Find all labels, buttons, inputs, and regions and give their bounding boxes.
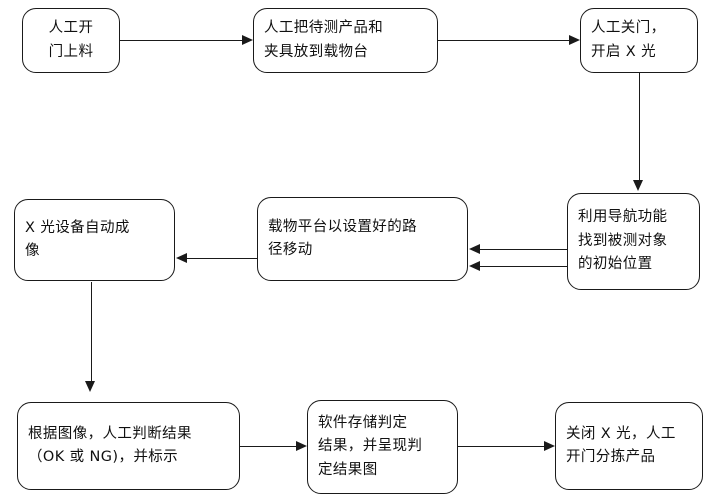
flow-node-label: 载物平台以设置好的路 径移动 — [268, 218, 417, 258]
edge-n2-n3-line — [438, 40, 570, 41]
edge-n4-n5-upper-line — [480, 249, 568, 250]
flow-node-software-store-result[interactable]: 软件存储判定 结果，并呈现判 定结果图 — [307, 400, 458, 494]
flow-node-label: 软件存储判定 结果，并呈现判 定结果图 — [318, 414, 423, 478]
edge-n5-n6-line — [187, 258, 257, 259]
flow-node-label: 关闭 X 光，人工 开门分拣产品 — [566, 425, 676, 465]
flow-node-close-xray-sort-product[interactable]: 关闭 X 光，人工 开门分拣产品 — [555, 402, 703, 490]
flow-node-manual-judge-result[interactable]: 根据图像，人工判断结果 （OK 或 NG)，并标示 — [17, 402, 240, 490]
flow-node-place-product-on-stage[interactable]: 人工把待测产品和 夹具放到载物台 — [253, 8, 438, 73]
flow-node-xray-auto-imaging[interactable]: X 光设备自动成 像 — [14, 199, 175, 281]
edge-n4-n5-upper-arrowhead — [469, 244, 480, 254]
edge-n8-n9-arrowhead — [544, 441, 555, 451]
flow-node-label: 人工把待测产品和 夹具放到载物台 — [264, 20, 384, 60]
flow-node-manual-open-door-load[interactable]: 人工开 门上料 — [22, 8, 120, 73]
edge-n2-n3-arrowhead — [569, 35, 580, 45]
edge-n6-n7-line — [91, 282, 92, 382]
flow-node-label: X 光设备自动成 像 — [25, 219, 130, 259]
edge-n7-n8-arrowhead — [296, 441, 307, 451]
flow-node-stage-moves-along-path[interactable]: 载物平台以设置好的路 径移动 — [257, 197, 468, 281]
edge-n6-n7-arrowhead — [85, 381, 95, 392]
edge-n4-n5-lower-arrowhead — [469, 261, 480, 271]
edge-n4-n5-lower-line — [480, 266, 568, 267]
flow-node-label: 人工关门， 开启 X 光 — [591, 20, 666, 60]
edge-n1-n2-arrowhead — [242, 35, 253, 45]
edge-n8-n9-line — [458, 446, 545, 447]
edge-n3-n4-arrowhead — [633, 180, 643, 191]
edge-n3-n4-line — [639, 73, 640, 181]
edge-n7-n8-line — [240, 446, 297, 447]
flow-node-navigate-to-target-position[interactable]: 利用导航功能 找到被测对象 的初始位置 — [567, 193, 700, 290]
flow-node-close-door-start-xray[interactable]: 人工关门， 开启 X 光 — [580, 8, 698, 73]
edge-n5-n6-arrowhead — [176, 253, 187, 263]
flow-node-label: 人工开 门上料 — [48, 20, 94, 60]
edge-n1-n2-line — [120, 40, 243, 41]
flow-node-label: 根据图像，人工判断结果 （OK 或 NG)，并标示 — [28, 425, 192, 465]
flow-node-label: 利用导航功能 找到被测对象 的初始位置 — [578, 209, 668, 273]
